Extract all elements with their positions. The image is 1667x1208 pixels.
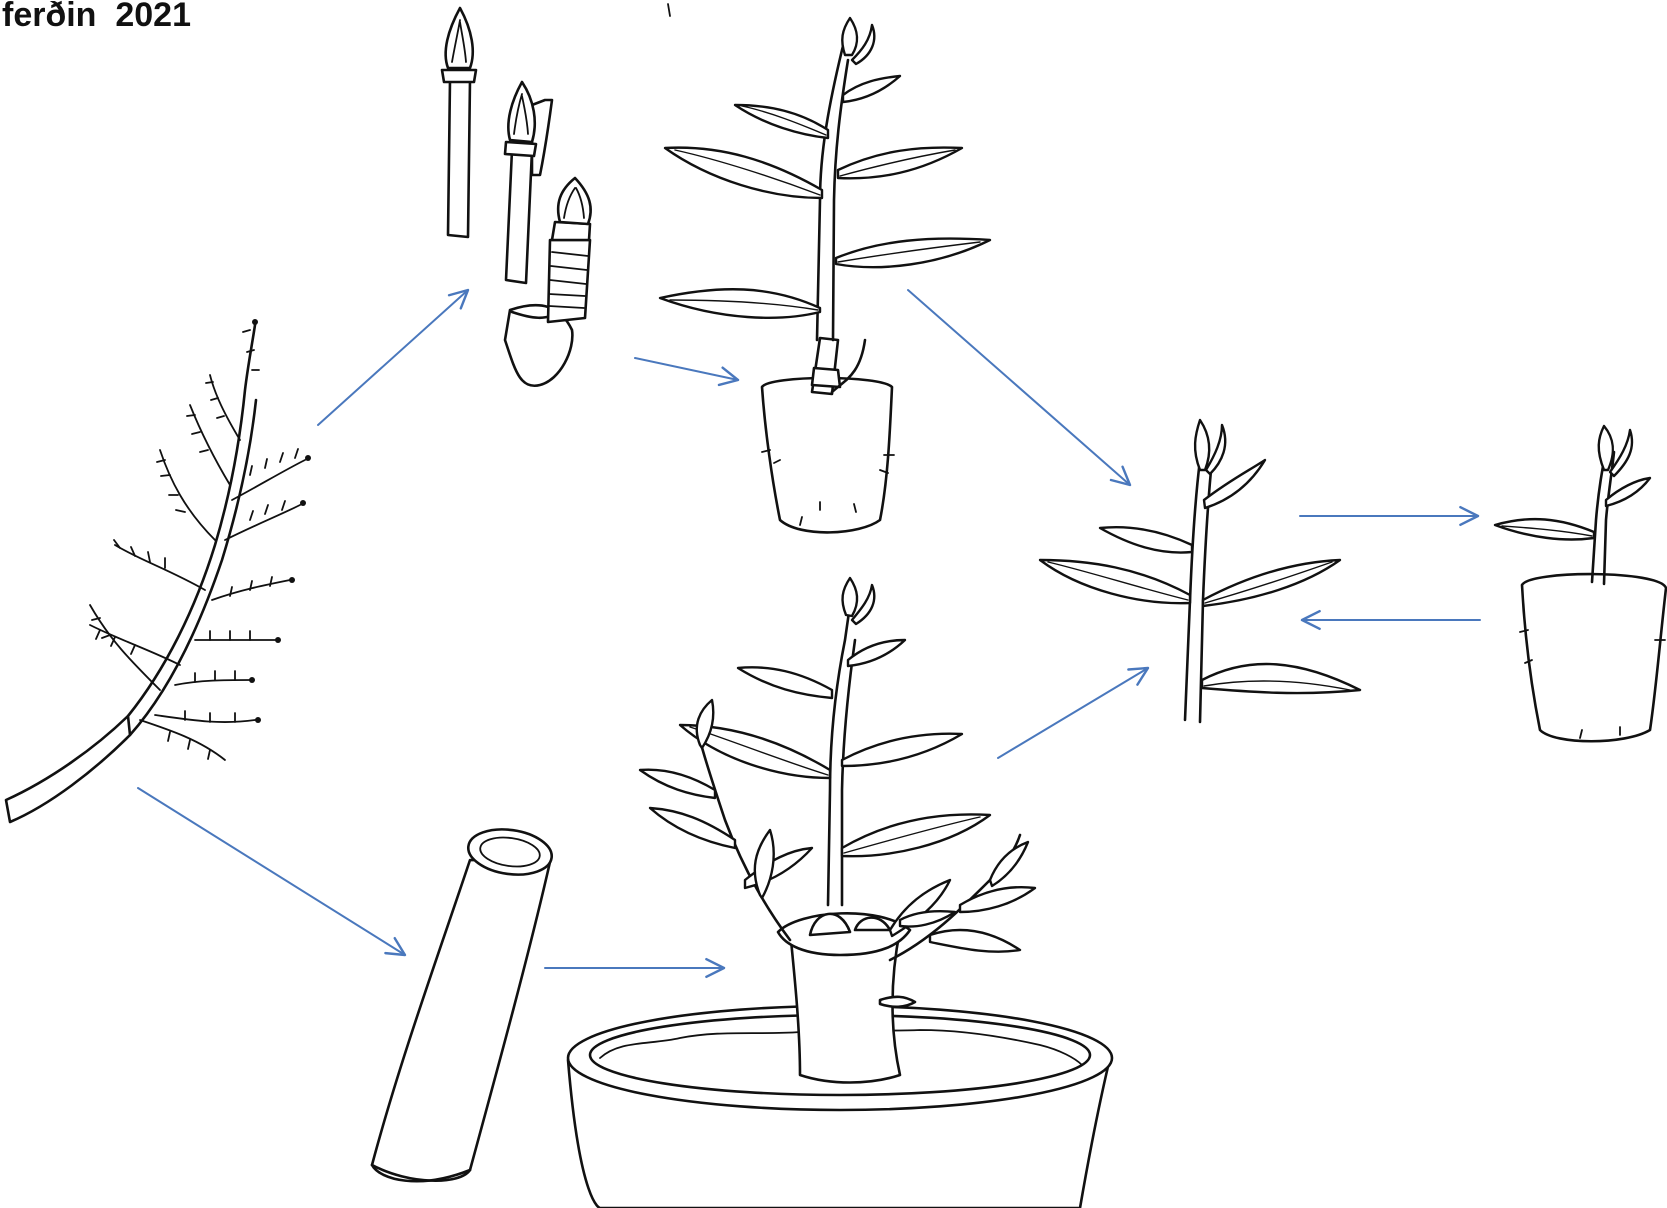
plant-in-plug-illustration [660,18,990,532]
potted-plant-illustration [568,578,1112,1208]
arrow-branch-to-cuttings [318,290,468,425]
small-plug-plant-illustration [1495,426,1666,741]
shoot-illustration [1040,420,1360,722]
branch-illustration [6,319,311,822]
arrow-cuttings-to-plug-plant [635,358,738,380]
arrow-branch-to-stem-tube [138,788,405,955]
cuttings-illustration [442,8,591,386]
arrow-plug-plant-to-shoot [908,290,1130,485]
arrow-potted-plant-to-shoot [998,668,1148,758]
stem-tube-illustration [372,824,555,1181]
